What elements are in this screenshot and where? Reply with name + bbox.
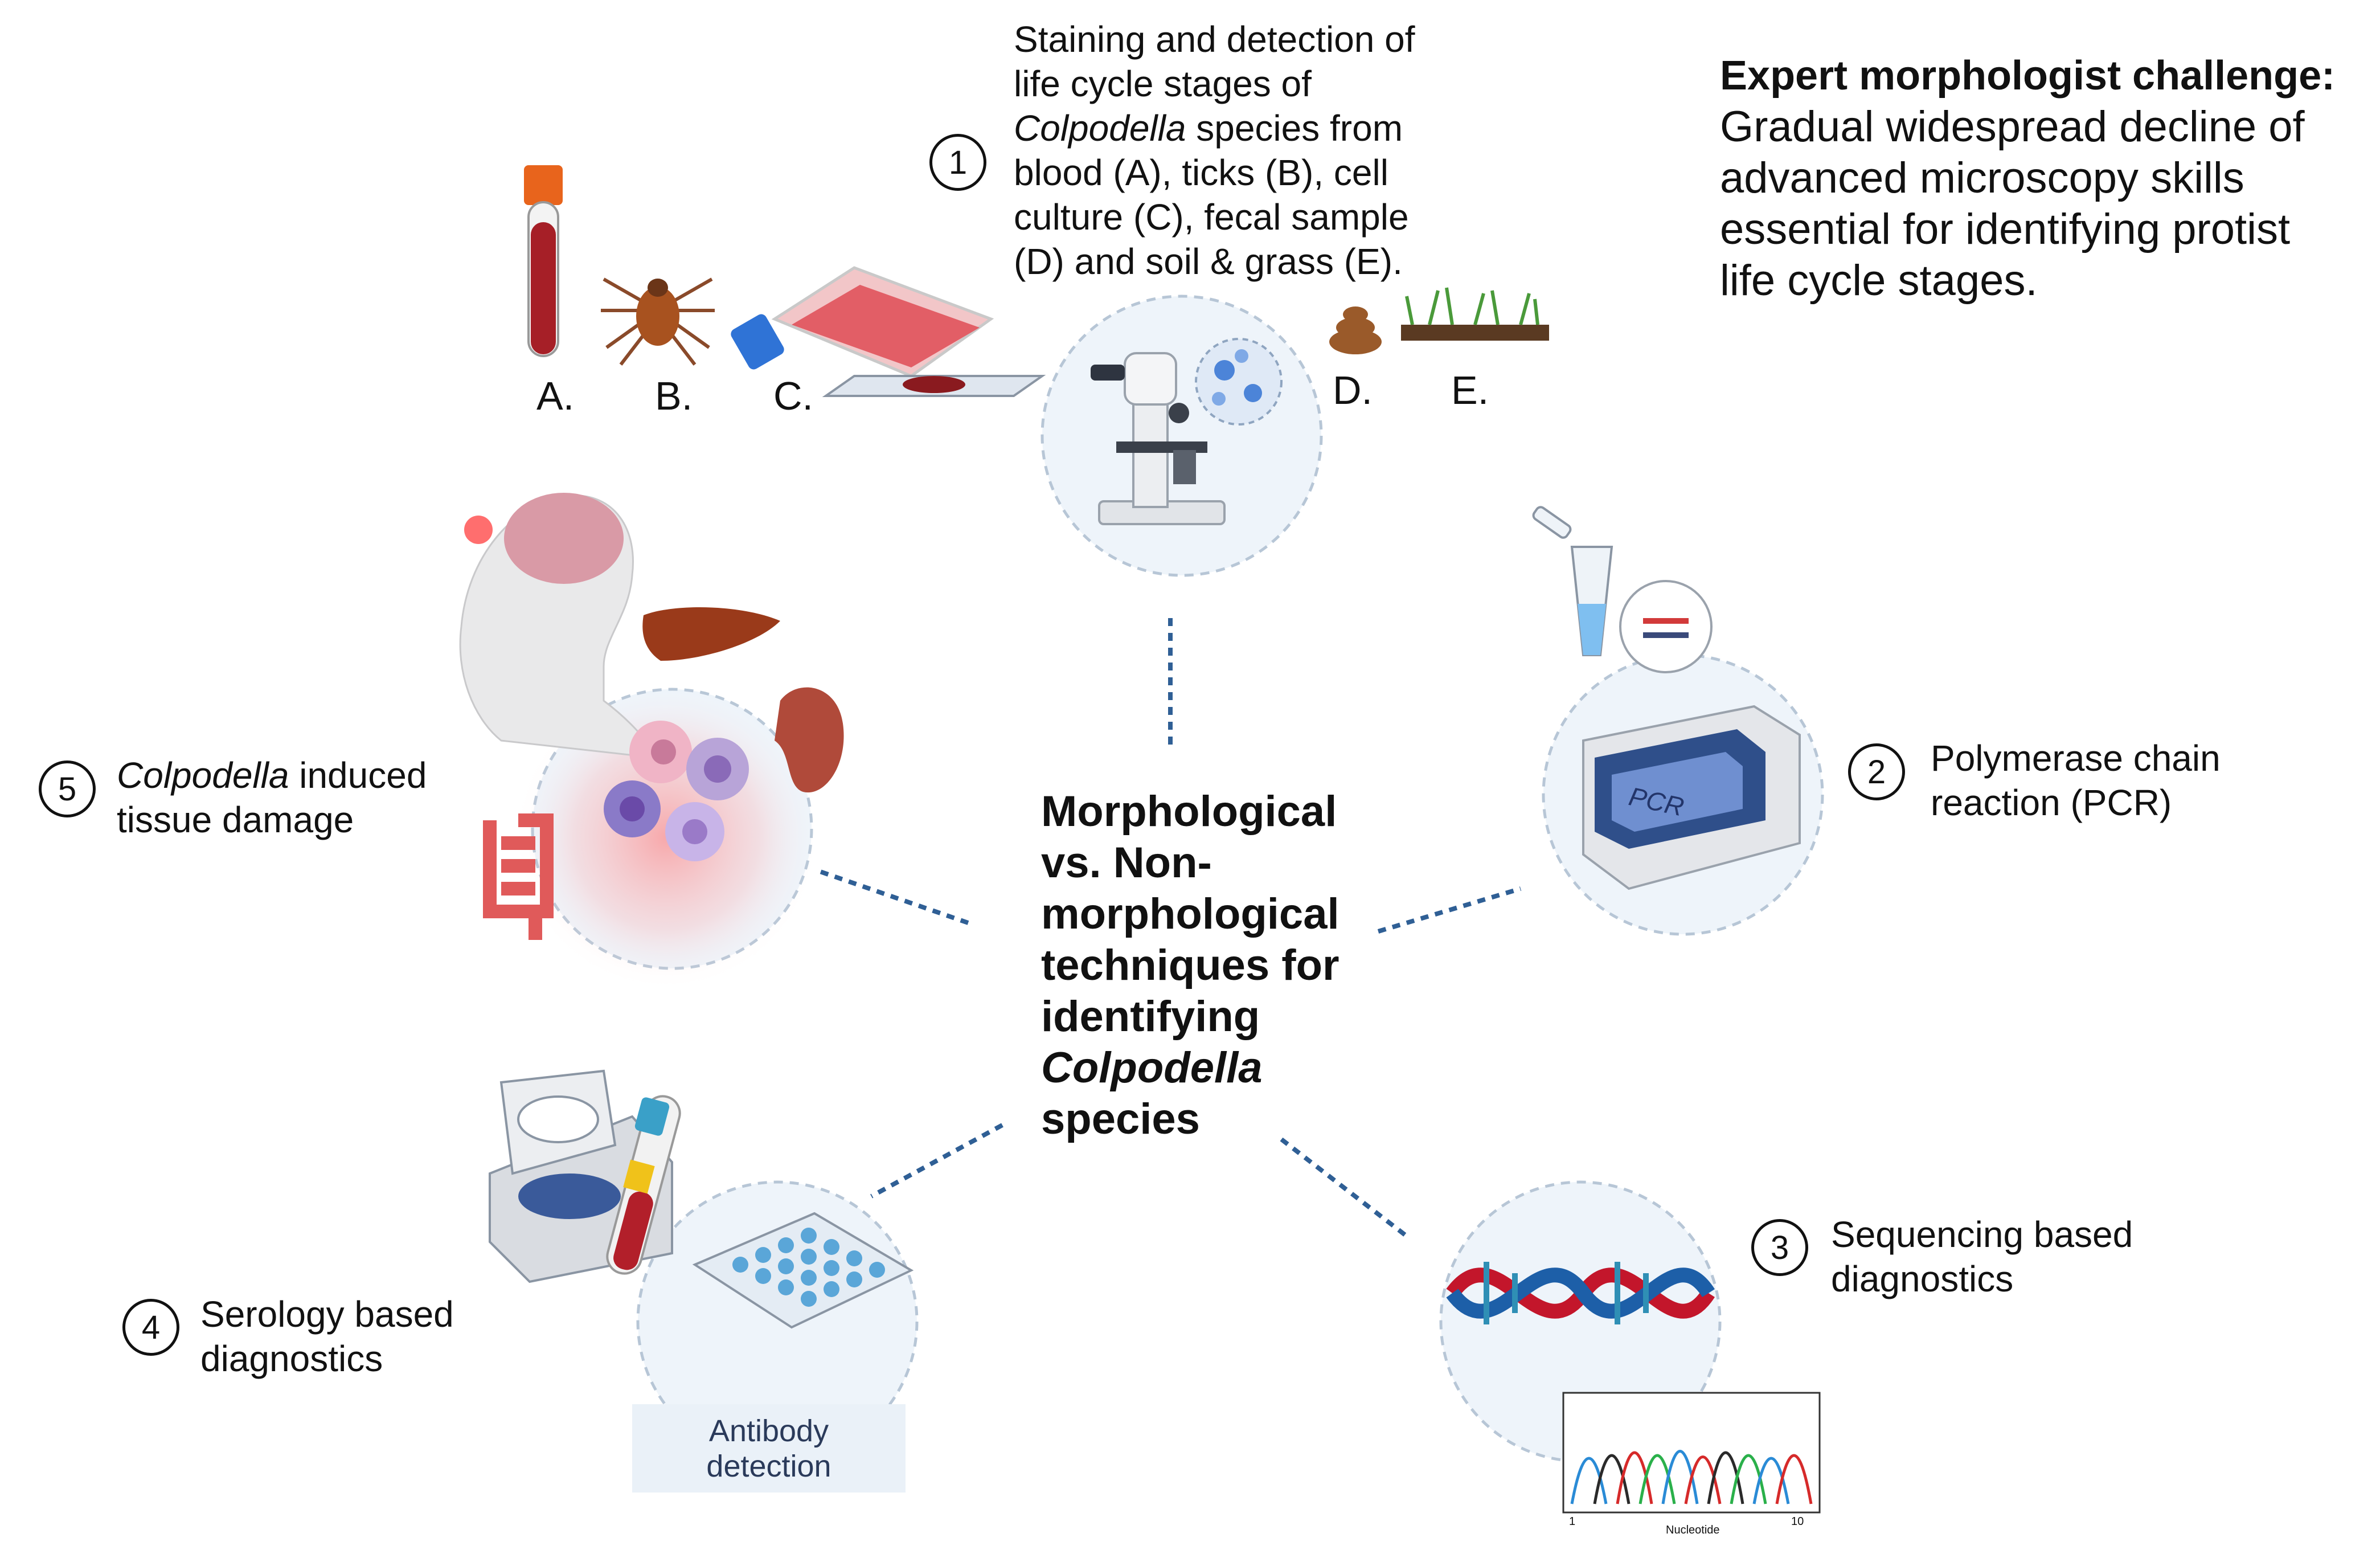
- center-title-line: species: [1041, 1095, 1200, 1143]
- step-5-italic: Colpodella: [117, 755, 289, 796]
- center-title-italic: Colpodella: [1041, 1044, 1263, 1092]
- liver-icon: [642, 607, 780, 661]
- step-5-number: 5: [39, 760, 96, 817]
- step-2-description: Polymerase chain reaction (PCR): [1931, 736, 2221, 825]
- step-1-line: Staining and detection of: [1014, 19, 1415, 60]
- step-1-line: life cycle stages of: [1014, 63, 1312, 104]
- step-5-description: Colpodella induced tissue damage: [117, 753, 427, 842]
- microplate-icon: [692, 1212, 914, 1329]
- step-5-line: Colpodella induced: [117, 753, 427, 798]
- challenge-line: advanced microscopy skills: [1720, 154, 2244, 202]
- step-4-number: 4: [122, 1299, 179, 1356]
- blood-tube-icon: [524, 165, 563, 357]
- center-title-line: morphological: [1041, 890, 1339, 938]
- step-3-line: Sequencing based: [1831, 1214, 2133, 1255]
- sequencing-circle: [1439, 1180, 1722, 1463]
- center-title-line: vs. Non-: [1041, 839, 1212, 887]
- step-5-line-rest: induced: [289, 755, 427, 796]
- spleen-icon: [775, 687, 844, 793]
- challenge-line: Gradual widespread decline of: [1720, 103, 2305, 151]
- label-d: D.: [1333, 368, 1373, 412]
- microscope-circle: [1041, 295, 1323, 577]
- tissue-artwork: [459, 493, 844, 991]
- label-a: A.: [536, 374, 575, 418]
- step-3-line: diagnostics: [1831, 1258, 2014, 1299]
- label-e: E.: [1451, 368, 1489, 412]
- center-title: Morphological vs. Non- morphological tec…: [1041, 786, 1339, 1145]
- dna-icon: [1446, 1262, 1715, 1324]
- microscope-icon: [1091, 338, 1283, 525]
- slide-icon: [822, 375, 1046, 397]
- pcr-machine-icon: [1582, 705, 1801, 890]
- step-1-line: culture (C), fecal sample: [1014, 197, 1409, 238]
- intestine-icon: [483, 813, 554, 940]
- antibody-box-line: detection: [706, 1449, 831, 1483]
- chromatogram-tick-end: 10: [1791, 1515, 1804, 1528]
- step-1-number: 1: [929, 134, 986, 191]
- connector-lines: [819, 618, 1522, 1238]
- step-2-line: Polymerase chain: [1931, 738, 2221, 779]
- step-4-line: diagnostics: [200, 1338, 383, 1379]
- step-5-line: tissue damage: [117, 799, 354, 840]
- step-4-description: Serology based diagnostics: [200, 1292, 454, 1381]
- chromatogram-tick-start: 1: [1569, 1515, 1576, 1528]
- step-1-italic: Colpodella: [1014, 108, 1186, 149]
- antibody-box-line: Antibody: [708, 1414, 829, 1448]
- grass-icon: [1401, 287, 1549, 341]
- tick-icon: [601, 277, 715, 366]
- brain-icon: [504, 493, 624, 584]
- step-4-line: Serology based: [200, 1294, 454, 1335]
- step-3-description: Sequencing based diagnostics: [1831, 1212, 2133, 1301]
- label-c: C.: [773, 374, 813, 418]
- step-1-line: (D) and soil & grass (E).: [1014, 241, 1403, 282]
- step-3-number: 3: [1751, 1219, 1808, 1276]
- step-1-line: blood (A), ticks (B), cell: [1014, 152, 1388, 193]
- label-b: B.: [655, 374, 693, 418]
- challenge-line: essential for identifying protist: [1720, 205, 2291, 253]
- step-1-line: Colpodella species from: [1014, 106, 1415, 150]
- chromatogram-xlabel: Nucleotide: [1666, 1524, 1720, 1536]
- step-1-description: Staining and detection of life cycle sta…: [1014, 17, 1415, 284]
- challenge-heading: Expert morphologist challenge:: [1720, 53, 2336, 99]
- challenge-line: life cycle stages.: [1720, 256, 2038, 305]
- feces-icon: [1329, 306, 1382, 354]
- center-title-line: identifying: [1041, 992, 1260, 1041]
- center-title-line: techniques for: [1041, 941, 1339, 989]
- blood-cells-icon: [604, 721, 749, 861]
- antibody-detection-box: Antibody detection: [632, 1404, 906, 1493]
- culture-flask-icon: [731, 266, 994, 378]
- chromatogram-icon: [1562, 1392, 1821, 1514]
- center-title-line: Morphological: [1041, 787, 1337, 836]
- challenge-box: Expert morphologist challenge: Gradual w…: [1720, 50, 2335, 306]
- step-2-line: reaction (PCR): [1931, 782, 2172, 823]
- step-2-number: 2: [1848, 743, 1905, 800]
- pcr-tube-icon: [1532, 506, 1713, 673]
- step-1-line-rest: species from: [1196, 108, 1403, 149]
- centrifuge-icon: [489, 1069, 681, 1283]
